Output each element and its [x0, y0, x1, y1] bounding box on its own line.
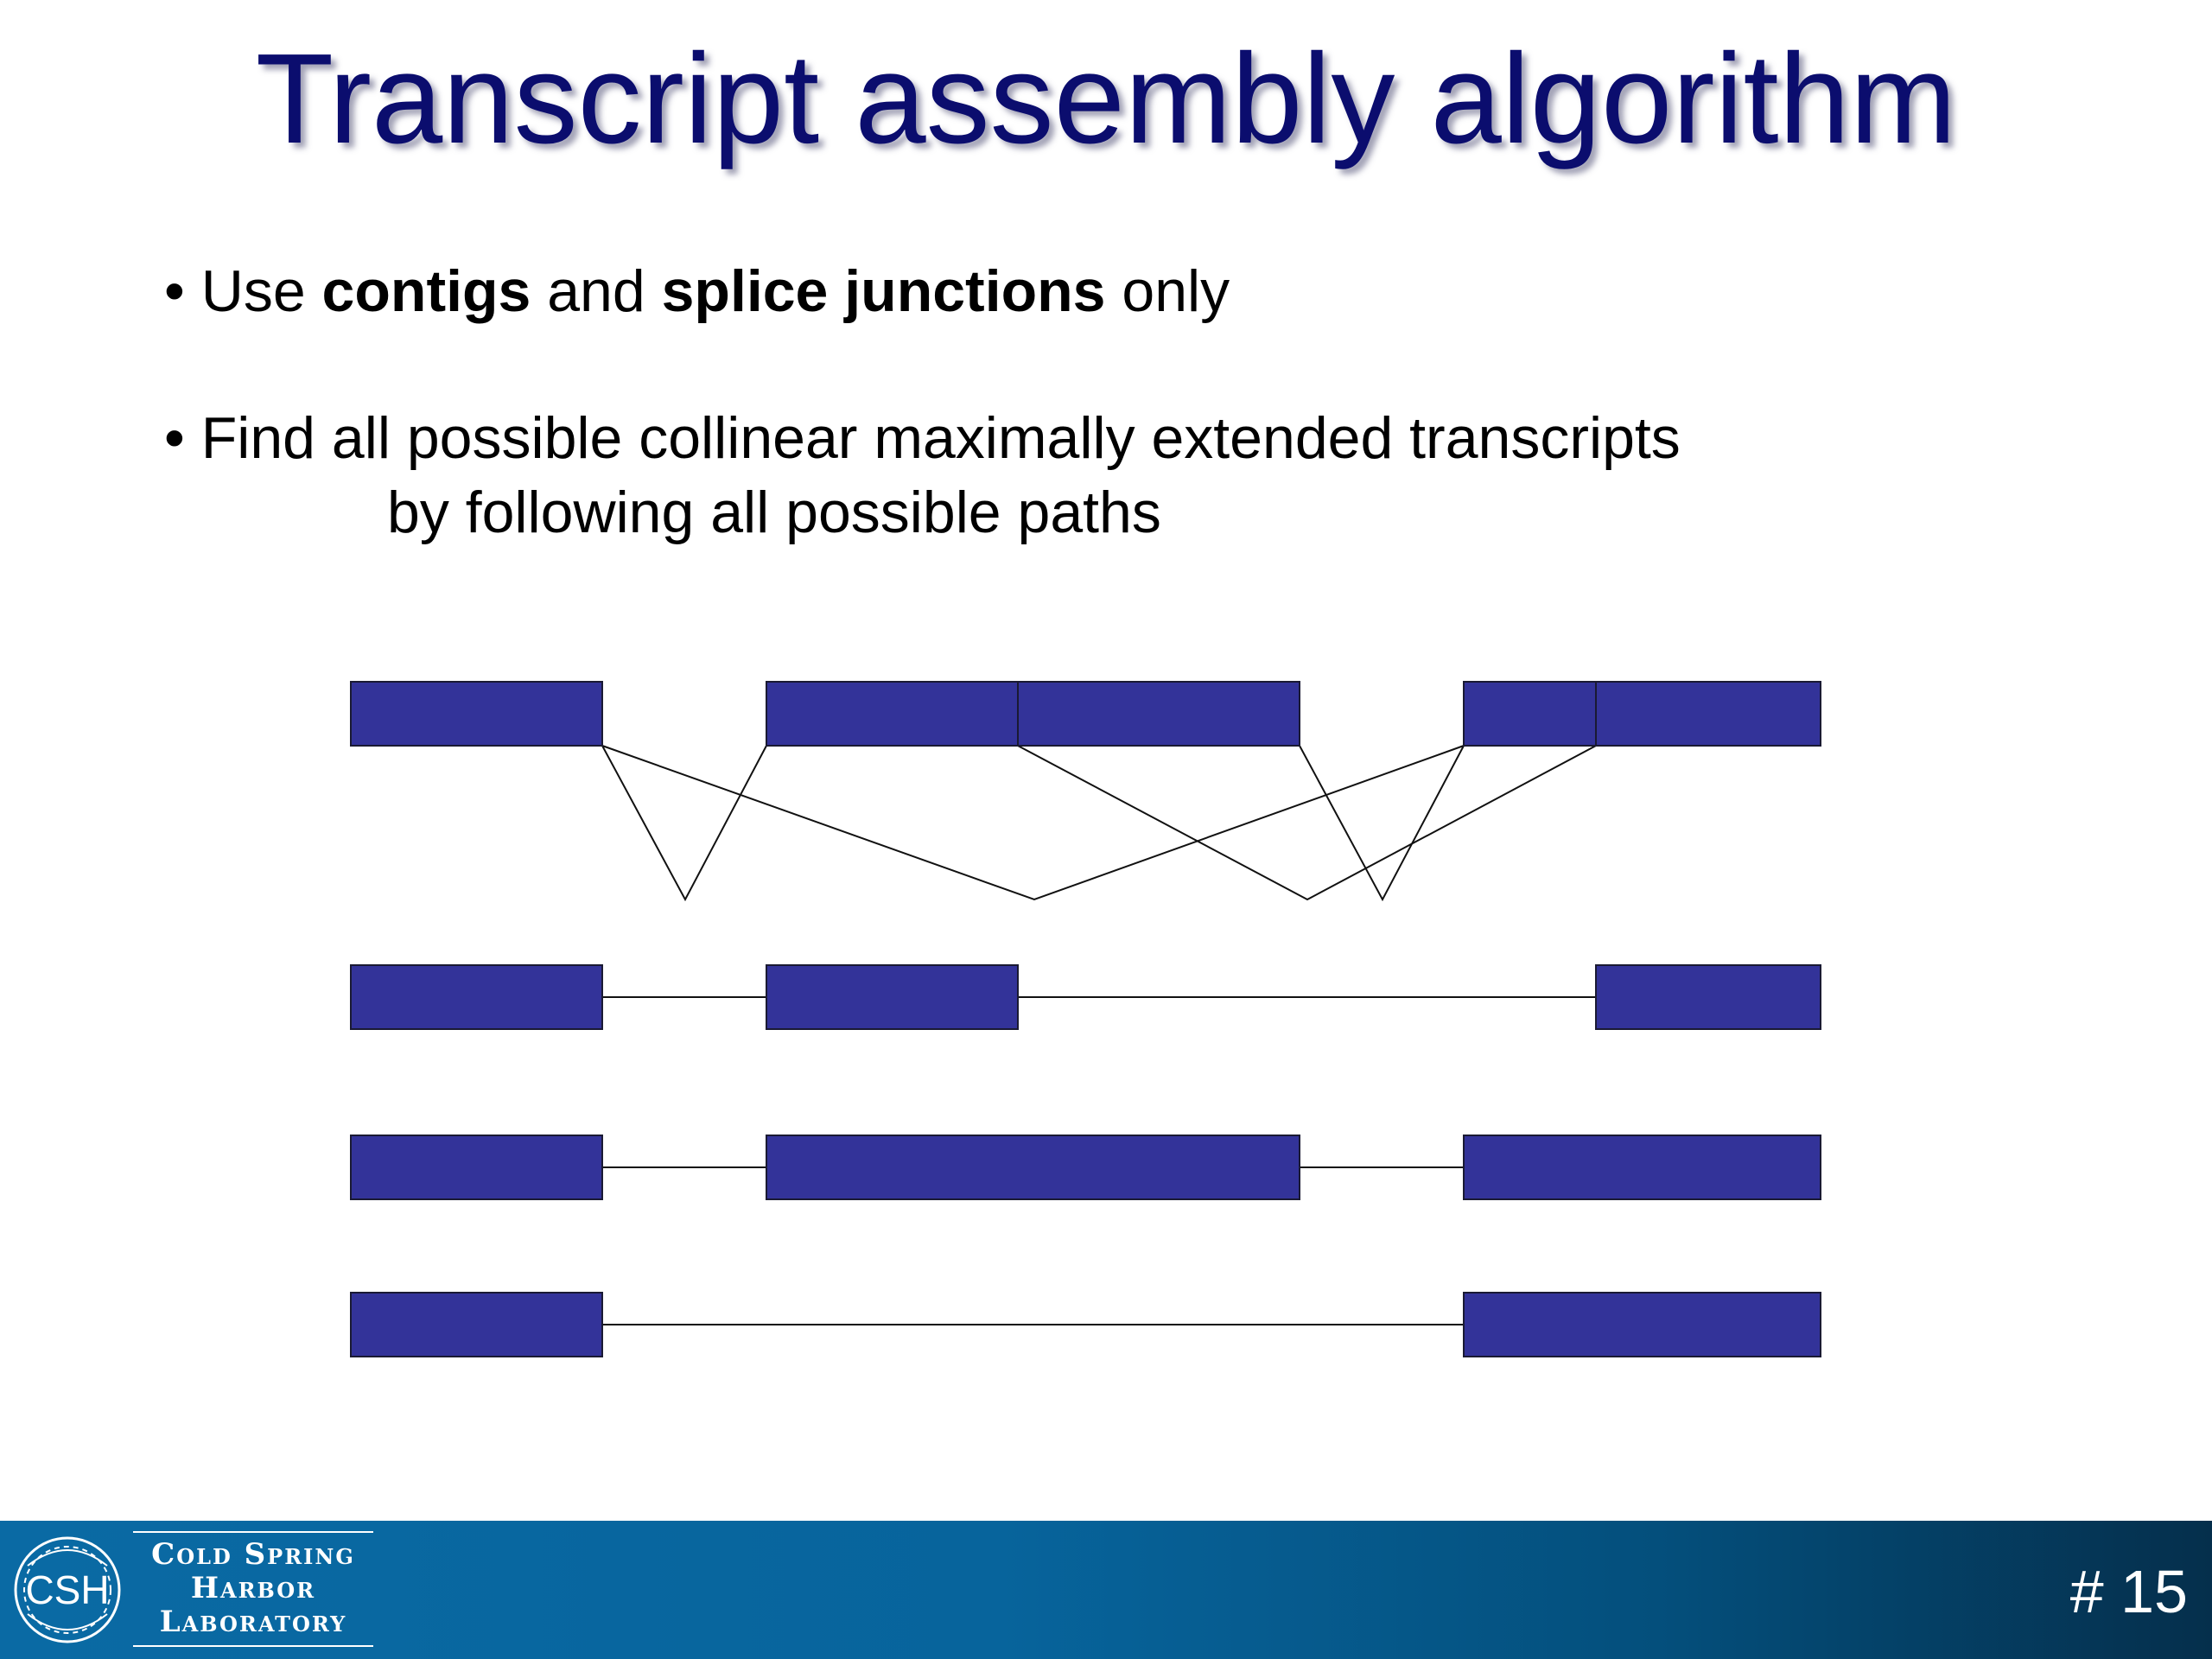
bullet-1: • Use contigs and splice junctions only: [164, 254, 1230, 328]
bullet-1-part-1: Use: [200, 258, 322, 324]
slide-number: # 15: [2069, 1558, 2188, 1625]
transcript-1: [350, 964, 1821, 1030]
cshl-wordmark: Cold Spring Harbor Laboratory: [133, 1531, 373, 1647]
junction-4: [1299, 745, 1465, 902]
transcript-3: [350, 1292, 1821, 1357]
bullet-1-marker: •: [164, 258, 185, 324]
exon-2b: [1017, 681, 1300, 747]
exon-4b: [1595, 681, 1821, 747]
splice-junctions: [601, 745, 1597, 902]
junction-2: [601, 745, 1465, 901]
bullet-1-part-2: contigs: [321, 258, 531, 324]
exon-1: [350, 681, 603, 747]
exon: [766, 1135, 1300, 1200]
exon: [1463, 1292, 1821, 1357]
bullet-1-part-3: and: [531, 258, 662, 324]
wordmark-line-3: Laboratory: [159, 1605, 347, 1639]
seal-text: CSH: [25, 1567, 109, 1612]
bullet-2-marker: •: [164, 405, 185, 471]
bullet-1-part-4: splice junctions: [661, 258, 1106, 324]
transcript-assembly-diagram: [350, 681, 1821, 1357]
junction-3: [1017, 745, 1597, 901]
footer-bar: [0, 1521, 2212, 1659]
bullet-2: • Find all possible collinear maximally …: [164, 401, 1681, 475]
exon: [1595, 964, 1821, 1030]
bullet-2-line-1: Find all possible collinear maximally ex…: [200, 405, 1681, 471]
bullet-1-part-5: only: [1105, 258, 1230, 324]
exon: [1463, 1135, 1821, 1200]
slide-title: Transcript assembly algorithm: [255, 28, 1957, 170]
exon: [350, 1292, 603, 1357]
exon: [766, 964, 1019, 1030]
exon: [350, 1135, 603, 1200]
csh-seal-logo: CSH: [14, 1536, 121, 1643]
exon: [350, 964, 603, 1030]
wordmark-line-1: Cold Spring: [151, 1537, 355, 1572]
exon-2a: [766, 681, 1019, 747]
contig-row: [350, 681, 1821, 747]
bullet-2-line-2: by following all possible paths: [387, 480, 1161, 545]
junction-1: [601, 745, 767, 902]
wordmark-line-2: Harbor: [190, 1571, 316, 1605]
transcript-2: [350, 1135, 1821, 1200]
exon-4a: [1463, 681, 1597, 747]
